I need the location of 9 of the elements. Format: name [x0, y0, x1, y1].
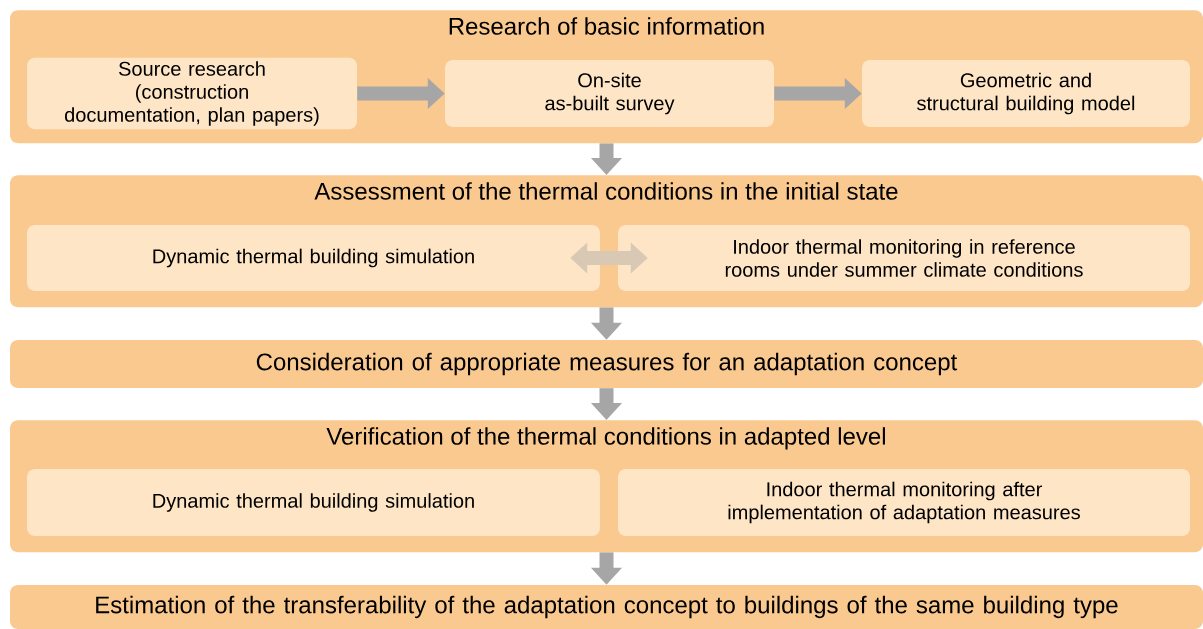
- step-box: Dynamic thermal building simulation: [27, 225, 600, 291]
- step-box: Indoor thermal monitoring in reference rooms under summer climate conditions: [618, 225, 1190, 291]
- step-box: Indoor thermal monitoring after implementation of adaptation measures: [618, 469, 1190, 536]
- step-box: Source research (construction documentation, plan papers): [27, 57, 357, 130]
- step-box: On-site as-built survey: [445, 60, 774, 127]
- stage-bar: Consideration of appropriate measures for an adaptation concept: [10, 340, 1203, 388]
- step-box: Dynamic thermal building simulation: [27, 469, 600, 536]
- stage-bar: Estimation of the transferability of the adaptation concept to buildings of the same building type: [10, 585, 1203, 629]
- step-box: Geometric and structural building model: [862, 60, 1190, 127]
